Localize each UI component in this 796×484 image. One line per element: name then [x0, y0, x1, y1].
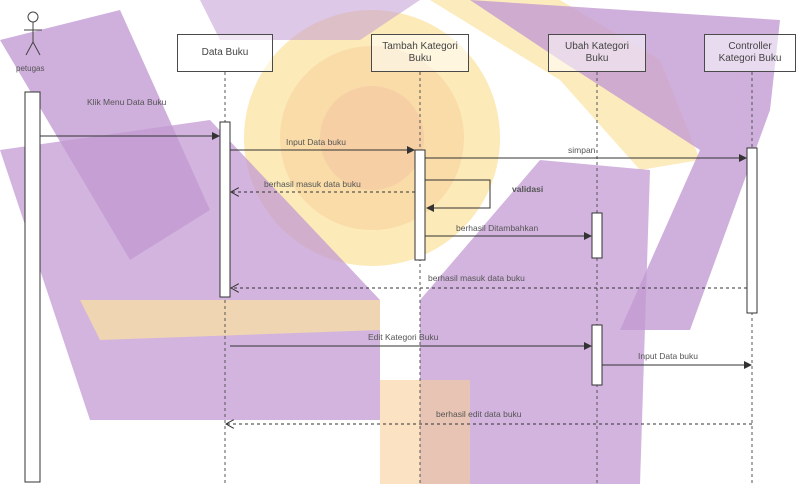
msg-simpan-label: simpan	[568, 145, 596, 155]
lifeline-box-data-buku: Data Buku	[177, 34, 273, 72]
actor-stick-figure-icon	[24, 11, 42, 56]
msg-berhasil-masuk-1-label: berhasil masuk data buku	[264, 179, 361, 189]
lifeline-label-ubah-kategori: Ubah Kategori Buku	[565, 41, 629, 64]
lifeline-box-ubah-kategori: Ubah Kategori Buku	[548, 34, 646, 72]
msg-validasi-arrow	[425, 179, 491, 212]
activation-tambah-kategori	[414, 149, 426, 261]
activation-ubah-kategori-1	[591, 212, 603, 259]
msg-validasi-label: validasi	[512, 184, 544, 194]
activation-ubah-kategori-2	[591, 324, 603, 386]
msg-berhasil-ditambahkan-label: berhasil Ditambahkan	[456, 223, 539, 233]
msg-berhasil-edit-label: berhasil edit data buku	[436, 409, 522, 419]
lifeline-box-tambah-kategori: Tambah Kategori Buku	[371, 34, 469, 72]
msg-input-data-label: Input Data buku	[286, 137, 347, 147]
activation-petugas	[24, 91, 41, 483]
msg-input-data-2-label: Input Data buku	[638, 351, 699, 361]
msg-edit-kategori-label: Edit Kategori Buku	[368, 332, 439, 342]
activation-controller	[746, 147, 758, 314]
activation-data-buku	[219, 121, 231, 298]
lifeline-box-controller: Controller Kategori Buku	[704, 34, 796, 72]
msg-berhasil-masuk-2-label: berhasil masuk data buku	[428, 273, 525, 283]
actor-label: petugas	[16, 64, 45, 73]
lifeline-label-data-buku: Data Buku	[201, 47, 249, 58]
lifeline-label-tambah-kategori: Tambah Kategori Buku	[382, 41, 458, 64]
lifeline-label-controller: Controller Kategori Buku	[718, 41, 782, 64]
msg-klik-menu-label: Klik Menu Data Buku	[87, 97, 167, 107]
